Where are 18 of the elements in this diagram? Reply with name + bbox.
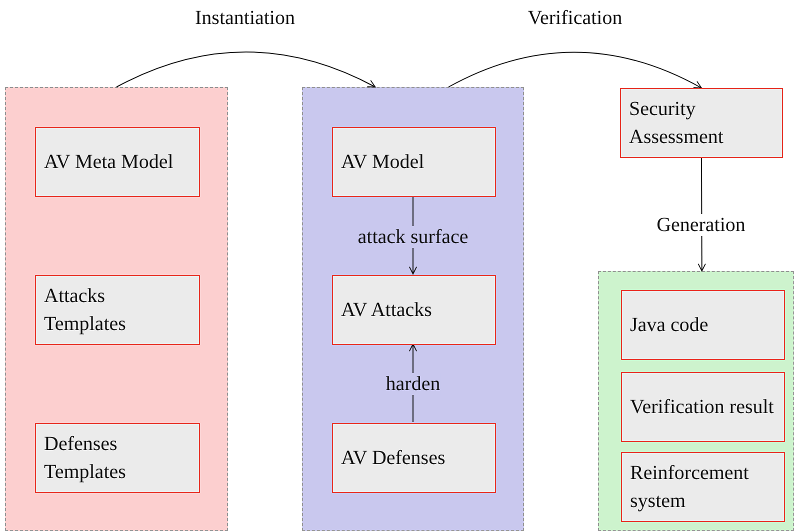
group-panel [5,87,228,531]
process-box: Security Assessment [620,88,783,158]
edge-label: attack surface [356,226,470,248]
arrow [448,52,702,88]
edge-label: Generation [656,214,746,236]
edge-label: harden [384,373,442,395]
process-box: Verification result [621,372,785,442]
process-box: AV Attacks [332,275,496,345]
process-box: Attacks Templates [35,275,200,345]
process-box: AV Meta Model [35,127,200,197]
group-panel [598,271,794,531]
process-box: AV Model [332,127,496,197]
process-box: Java code [621,290,785,360]
process-box: Defenses Templates [35,423,200,493]
process-box: AV Defenses [332,423,496,493]
group-panel [302,87,524,531]
process-box: Reinforcement system [621,452,785,522]
arrow [116,52,376,88]
